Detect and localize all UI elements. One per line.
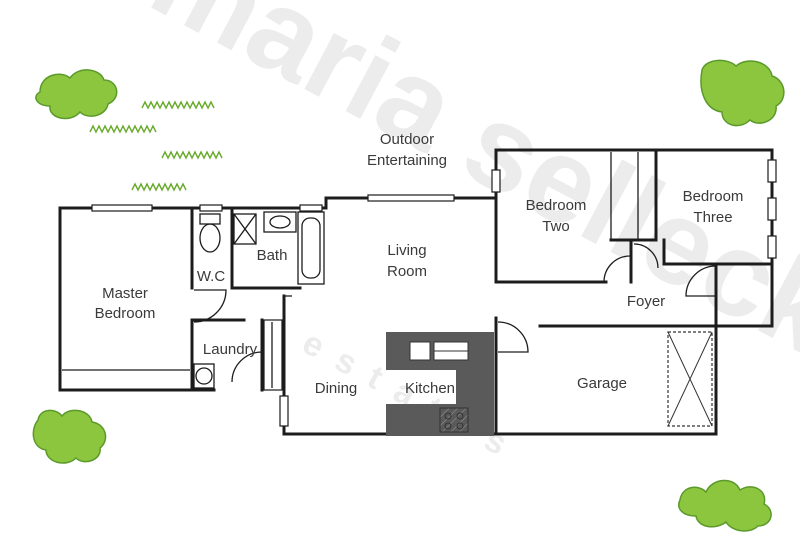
fixtures [62,211,325,389]
walls [58,148,774,436]
windows [91,159,777,427]
label-living-2: Room [387,263,427,280]
label-laundry: Laundry [203,341,258,358]
kitchen-bench [386,332,494,436]
shrub-top-left [35,69,118,120]
room-labels: Outdoor Entertaining Bedroom Two Bedroom… [95,131,744,397]
label-bedroom-three-1: Bedroom [683,188,744,205]
label-foyer: Foyer [627,293,665,310]
shrub-top-right [700,59,785,127]
grass-tufts [89,100,223,192]
label-outdoor-1: Outdoor [380,131,434,148]
label-wc: W.C [197,268,225,285]
label-outdoor-2: Entertaining [367,152,447,169]
shrub-bottom-right [678,479,772,532]
label-bedroom-three-2: Three [693,209,732,226]
label-bath: Bath [257,247,288,264]
label-bedroom-two-1: Bedroom [526,197,587,214]
label-master-1: Master [102,285,148,302]
label-dining: Dining [315,380,358,397]
label-bedroom-two-2: Two [542,218,570,235]
doors [193,243,717,383]
label-kitchen: Kitchen [405,380,455,397]
label-garage: Garage [577,375,627,392]
label-living-1: Living [387,242,426,259]
label-master-2: Bedroom [95,305,156,322]
shrub-bottom-left [32,409,107,464]
garage-car-space [667,331,713,427]
